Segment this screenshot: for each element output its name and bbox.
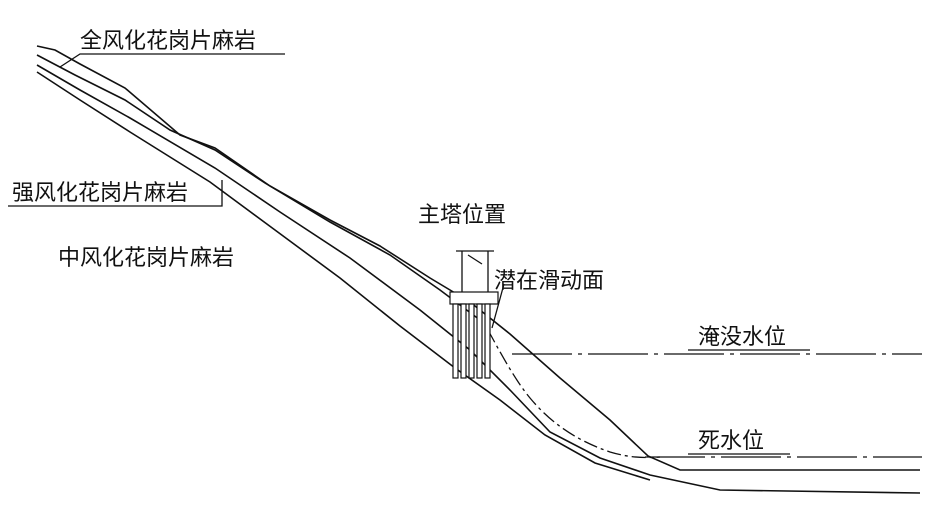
- ground-surface-line: [36, 45, 920, 471]
- fully-weathered-leader: [59, 53, 285, 68]
- label-moderately-weathered: 中风化花岗片麻岩: [58, 246, 234, 271]
- potential-slip-surface-line: [487, 329, 661, 459]
- label-potential-slip-surface: 潜在滑动面: [494, 269, 604, 294]
- label-dead-water-level: 死水位: [698, 429, 764, 454]
- label-strongly-weathered: 强风化花岗片麻岩: [12, 181, 188, 206]
- pile-group: [452, 303, 491, 379]
- pile-cap: [449, 291, 499, 305]
- label-main-tower-position: 主塔位置: [418, 203, 506, 228]
- moderately-weathered-boundary-line: [36, 71, 651, 481]
- fully-weathered-bottom-line: [36, 54, 481, 321]
- strongly-weathered-bottom-line: [36, 64, 921, 494]
- label-submerged-water-level: 淹没水位: [698, 325, 786, 350]
- strongly-weathered-leader: [8, 180, 223, 207]
- slip-surface-leader: [491, 283, 505, 329]
- main-tower: [449, 250, 499, 379]
- label-fully-weathered: 全风化花岗片麻岩: [80, 29, 256, 54]
